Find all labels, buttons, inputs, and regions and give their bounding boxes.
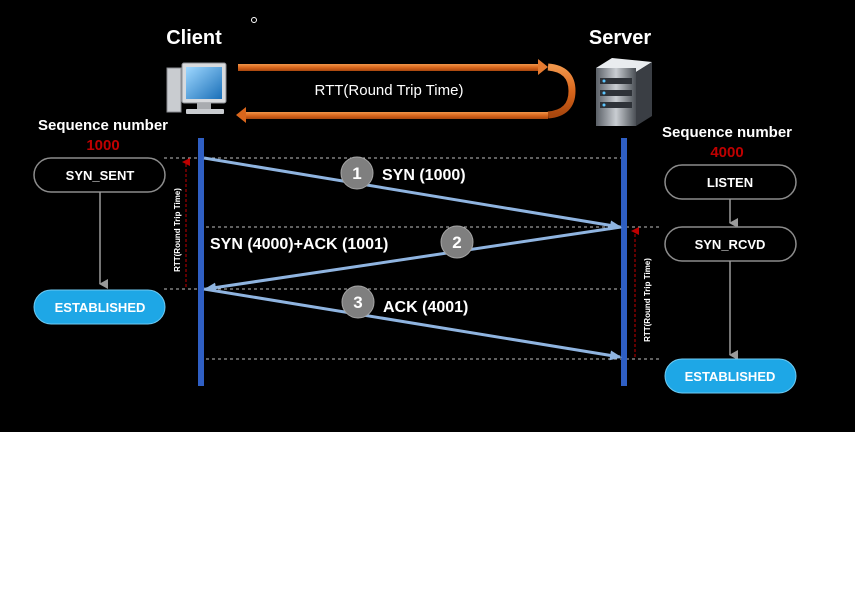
step-3-number: 3 (353, 293, 362, 312)
server-rtt-label: RTT(Round Trip Time) (643, 258, 652, 342)
server-title: Server (589, 27, 651, 49)
client-seq-value: 1000 (86, 137, 119, 154)
syn-ack-arrow (204, 225, 622, 293)
computer-icon (166, 62, 227, 114)
client-established-label: ESTABLISHED (55, 300, 146, 315)
rtt-top-label: RTT(Round Trip Time) (315, 82, 464, 99)
server-state-listen: LISTEN (664, 164, 797, 200)
server-seq-value: 4000 (710, 144, 743, 161)
guide-lines (164, 157, 662, 360)
step-1-number: 1 (352, 164, 361, 183)
listen-label: LISTEN (707, 175, 753, 190)
server-seq-label: Sequence number (662, 124, 792, 141)
server-established-label: ESTABLISHED (685, 369, 776, 384)
step-1-badge: 1 (340, 156, 374, 190)
step-3-label: ACK (4001) (383, 299, 468, 316)
diagram-canvas: Client Server RTT(Round Trip Time) Seque… (33, 17, 797, 394)
step-2-label: SYN (4000)+ACK (1001) (210, 236, 388, 253)
ack-arrow (203, 287, 622, 361)
client-state-syn-sent: SYN_SENT (33, 157, 166, 193)
client-title: Client (166, 27, 222, 49)
tcp-handshake-diagram: Client Server RTT(Round Trip Time) Seque… (0, 0, 855, 432)
client-rtt-label: RTT(Round Trip Time) (173, 188, 182, 272)
step-3-badge: 3 (341, 285, 375, 319)
step-1-label: SYN (1000) (382, 167, 466, 184)
syn-rcvd-label: SYN_RCVD (695, 237, 766, 252)
step-2-badge: 2 (440, 225, 474, 259)
rtt-loop-arrow (236, 59, 576, 123)
server-icon (596, 58, 652, 126)
client-timeline (198, 138, 204, 386)
client-state-established: ESTABLISHED (33, 289, 166, 325)
marker-dot (251, 17, 257, 23)
server-timeline (621, 138, 627, 386)
syn-arrow (203, 156, 622, 231)
server-state-established: ESTABLISHED (664, 358, 797, 394)
step-2-number: 2 (452, 233, 461, 252)
server-state-syn-rcvd: SYN_RCVD (664, 226, 797, 262)
syn-sent-label: SYN_SENT (66, 168, 135, 183)
client-seq-label: Sequence number (38, 117, 168, 134)
